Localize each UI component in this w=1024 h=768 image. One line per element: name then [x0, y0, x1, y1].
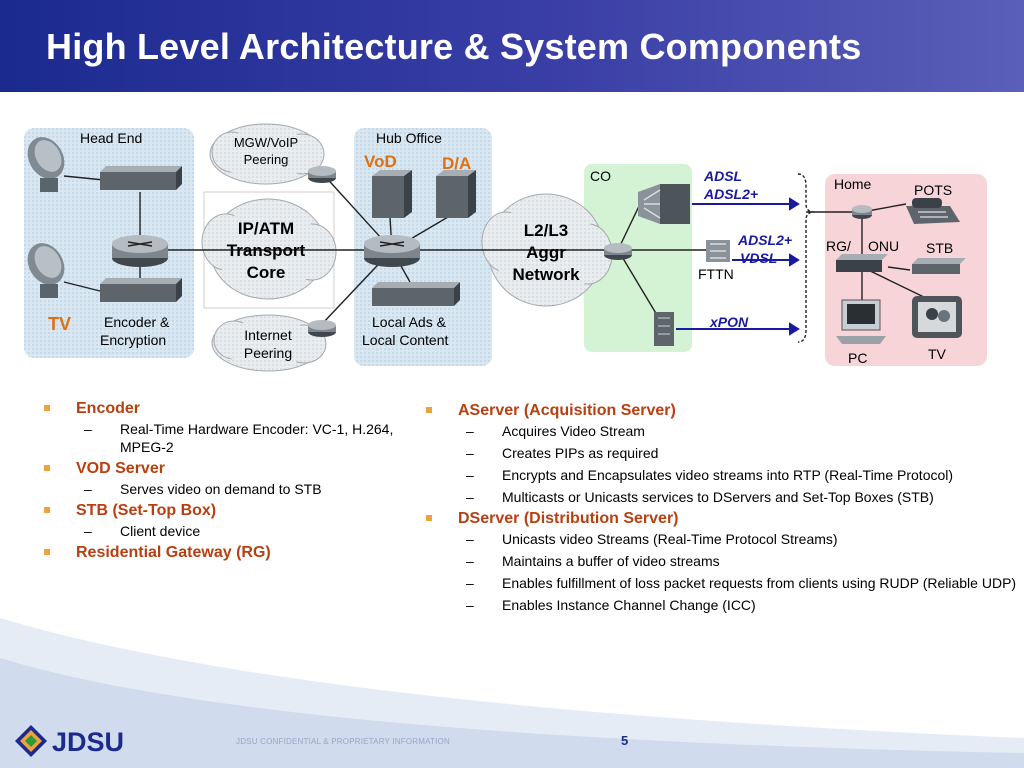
- encoder-icon: [372, 282, 460, 306]
- local-content-label: Local Content: [362, 332, 449, 348]
- adsl-label: ADSL: [704, 168, 743, 184]
- ip-atm-line2: Transport: [226, 241, 306, 260]
- vdsl-label: VDSL: [740, 250, 778, 266]
- server-icon: [372, 170, 412, 218]
- ip-atm-line1: IP/ATM: [237, 219, 295, 238]
- jdsu-logo-icon: [15, 725, 47, 757]
- title-bar: High Level Architecture & System Compone…: [0, 0, 1024, 92]
- page-number: 5: [621, 733, 629, 748]
- internet-line2: Peering: [243, 345, 293, 361]
- bullet-item: Serves video on demand to STB: [38, 480, 418, 498]
- server-icon: [436, 170, 476, 218]
- bullet-item: Encrypts and Encapsulates video streams …: [420, 466, 1020, 484]
- bullet-stb: STB (Set-Top Box) Client device: [38, 502, 418, 540]
- l2l3-line3: Network: [512, 265, 580, 284]
- satellite-dish-icon: [27, 137, 65, 192]
- adsl2plus-label: ADSL2+: [704, 186, 759, 202]
- co-title: CO: [590, 168, 611, 184]
- bullet-heading: AServer (Acquisition Server): [420, 402, 1020, 420]
- tv-icon: [912, 296, 962, 338]
- home-bracket: [797, 173, 815, 343]
- bullet-item: Enables fulfillment of loss packet reque…: [420, 574, 1020, 592]
- bullet-vod-server: VOD Server Serves video on demand to STB: [38, 460, 418, 498]
- internet-line1: Internet: [244, 327, 292, 343]
- diagram-canvas: [24, 123, 987, 372]
- satellite-dish-icon: [27, 243, 65, 298]
- set-top-box-icon: [912, 258, 966, 274]
- left-bullet-list: Encoder Real-Time Hardware Encoder: VC-1…: [38, 400, 418, 564]
- bullet-heading: Encoder: [38, 400, 418, 418]
- bullet-heading: STB (Set-Top Box): [38, 502, 418, 520]
- internet-cloud: [211, 314, 327, 372]
- encoder-label: Encoder &: [104, 314, 170, 330]
- bullet-item: Multicasts or Unicasts services to DServ…: [420, 488, 1020, 506]
- router-icon: [852, 205, 872, 219]
- rg-label: RG/: [826, 238, 851, 254]
- page-title: High Level Architecture & System Compone…: [46, 26, 862, 67]
- bullet-item: Client device: [38, 522, 418, 540]
- pc-label: PC: [848, 350, 868, 366]
- bullet-dserver: DServer (Distribution Server) Unicasts v…: [420, 510, 1020, 614]
- footer-swoosh: [0, 618, 1024, 768]
- tv-label: TV: [48, 314, 72, 334]
- set-top-box-icon: [836, 254, 888, 272]
- bullet-aserver: AServer (Acquisition Server) Acquires Vi…: [420, 402, 1020, 506]
- home-title: Home: [834, 176, 872, 192]
- encoder-icon: [100, 166, 182, 190]
- onu-label: ONU: [868, 238, 900, 254]
- bullet-item: Maintains a buffer of video streams: [420, 552, 1020, 570]
- l2l3-line2: Aggr: [526, 243, 566, 262]
- bullet-item: Enables Instance Channel Change (ICC): [420, 596, 1020, 614]
- link-arrows: [676, 197, 800, 336]
- server-icon: [654, 312, 674, 346]
- bullet-item: Creates PIPs as required: [420, 444, 1020, 462]
- right-bullet-list: AServer (Acquisition Server) Acquires Vi…: [420, 402, 1020, 618]
- bullet-heading: DServer (Distribution Server): [420, 510, 1020, 528]
- fttn-label: FTTN: [698, 266, 734, 282]
- bullet-item: Real-Time Hardware Encoder: VC-1, H.264,…: [38, 420, 418, 456]
- router-icon: [308, 166, 336, 183]
- xpon-label: xPON: [710, 314, 749, 330]
- mgw-line1: MGW/VoIP: [233, 135, 299, 150]
- ip-atm-cloud: [201, 198, 337, 300]
- mgw-cloud: [209, 123, 325, 185]
- bullet-heading: VOD Server: [38, 460, 418, 478]
- l2l3-line1: L2/L3: [523, 221, 569, 240]
- bullet-rg: Residential Gateway (RG): [38, 544, 418, 562]
- home-tv-label: TV: [928, 346, 946, 362]
- bullet-item: Unicasts video Streams (Real-Time Protoc…: [420, 530, 1020, 548]
- internet-label: Internet Peering: [228, 326, 308, 362]
- da-label: D/A: [442, 154, 472, 173]
- dslam-icon: [706, 240, 730, 262]
- router-icon: [604, 243, 632, 260]
- stb-label: STB: [926, 240, 954, 256]
- computer-icon: [836, 299, 886, 344]
- bullet-encoder: Encoder Real-Time Hardware Encoder: VC-1…: [38, 400, 418, 456]
- bullet-heading: Residential Gateway (RG): [38, 544, 418, 562]
- router-icon: [112, 235, 168, 267]
- bullet-item: Acquires Video Stream: [420, 422, 1020, 440]
- pots-label: POTS: [914, 182, 953, 198]
- hub-office-title: Hub Office: [376, 130, 442, 146]
- phone-icon: [906, 198, 960, 224]
- architecture-diagram: Head End TV Encoder & Encryption MGW/VoI…: [0, 92, 1024, 382]
- local-ads-label: Local Ads &: [372, 314, 446, 330]
- encryption-label: Encryption: [100, 332, 167, 348]
- adsl2plus-fttn-label: ADSL2+: [738, 232, 793, 248]
- head-end-title: Head End: [80, 130, 143, 146]
- confidential-footer: JDSU CONFIDENTIAL & PROPRIETARY INFORMAT…: [236, 737, 450, 746]
- router-icon: [364, 235, 420, 267]
- router-icon: [308, 320, 336, 337]
- l2l3-label: L2/L3 Aggr Network: [506, 220, 586, 286]
- mgw-label: MGW/VoIP Peering: [224, 134, 308, 168]
- ip-atm-label: IP/ATM Transport Core: [218, 218, 314, 284]
- ip-atm-line3: Core: [246, 263, 286, 282]
- dslam-icon: [638, 184, 690, 224]
- jdsu-logo-text: JDSU: [52, 727, 125, 757]
- encoder-icon: [100, 278, 182, 302]
- vod-label: VoD: [364, 152, 397, 171]
- mgw-line2: Peering: [243, 152, 289, 167]
